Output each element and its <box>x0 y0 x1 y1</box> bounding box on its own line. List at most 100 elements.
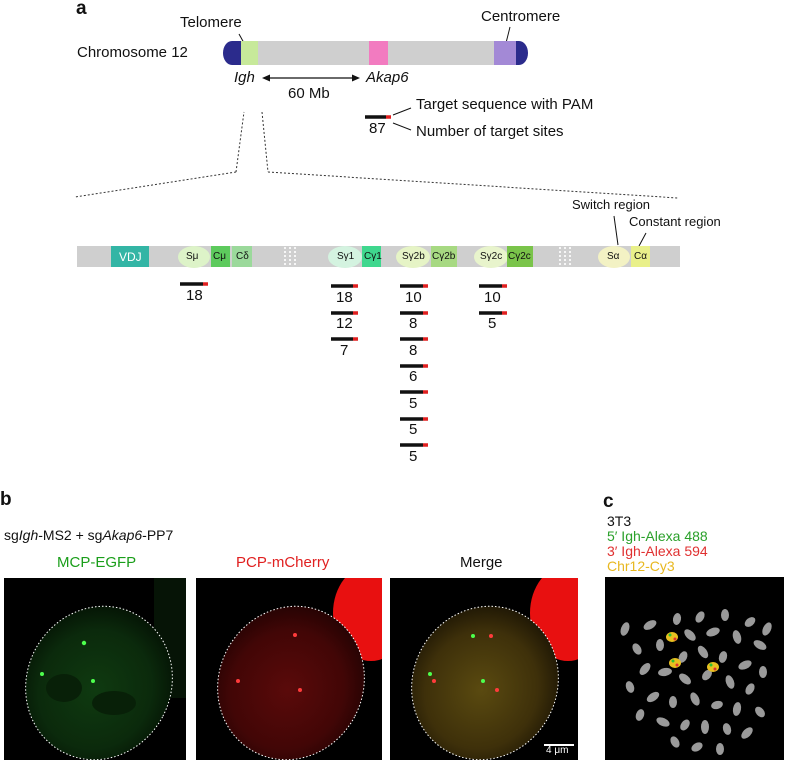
igh-locus-map <box>77 215 680 268</box>
cg1-label: Cγ1 <box>364 251 382 262</box>
arrow-left-head <box>262 74 270 82</box>
igh-spot-2 <box>40 672 44 676</box>
vdj-segment <box>111 246 149 267</box>
panel-c-line-3t3: 3T3 <box>607 513 632 529</box>
nucleus-outline <box>411 605 559 760</box>
sg1-switch <box>328 246 362 268</box>
distance-label: 60 Mb <box>288 85 330 102</box>
igh-locus-marker <box>241 41 258 65</box>
sg2c-count-1: 10 <box>484 289 501 306</box>
panel-c-letter: c <box>603 491 614 512</box>
nucleus-red <box>217 606 365 760</box>
legend-target-label: Target sequence with PAM <box>416 96 594 113</box>
panel-c-line-594: 3′ Igh-Alexa 594 <box>607 543 708 559</box>
panel-b-subtitle: sgIgh-MS2 + sgAkap6-PP7 <box>4 527 174 543</box>
sg1-count-3: 7 <box>340 342 349 359</box>
legend-pointer-1 <box>392 107 412 116</box>
panel-a-letter: a <box>76 0 87 19</box>
ca-label: Cα <box>634 251 648 262</box>
sg2b-count-1: 10 <box>405 289 422 306</box>
igh-label: Igh <box>234 69 255 86</box>
chromosome-left-cap <box>223 41 241 65</box>
centromere-region <box>494 41 516 65</box>
centromere-pointer <box>505 26 511 44</box>
egfp-channel-label: MCP-EGFP <box>57 554 137 571</box>
sg2b-count-2: 8 <box>409 315 418 332</box>
constant-region-pointer <box>638 232 647 247</box>
sg2b-count-7: 5 <box>409 448 418 465</box>
akap6-spot-1 <box>293 633 297 637</box>
igh-spot-3 <box>91 679 95 683</box>
zoom-line-right-upper <box>261 111 269 173</box>
cmu-label: Cμ <box>213 251 226 262</box>
gap-marker-2 <box>559 247 571 267</box>
scale-bar-label: 4 μm <box>546 745 569 756</box>
arrow-right-head <box>352 74 360 82</box>
akap6-locus-marker <box>369 41 388 65</box>
akap6-label: Akap6 <box>366 69 409 86</box>
sg2c-switch <box>474 246 508 268</box>
cmu-segment <box>211 246 230 267</box>
sg2c-count-2: 5 <box>488 315 497 332</box>
centromere-label: Centromere <box>481 8 561 25</box>
chromosome-arm-2 <box>388 41 494 65</box>
sg1-count-1: 18 <box>336 289 353 306</box>
chromosome-diagram <box>74 26 679 199</box>
cg1-segment <box>362 246 381 267</box>
merge-green-spot <box>471 634 475 638</box>
panel-c-line-488: 5′ Igh-Alexa 488 <box>607 528 708 544</box>
switch-region-label: Switch region <box>572 197 651 212</box>
legend-count-value: 87 <box>369 120 386 137</box>
egfp-image <box>4 578 186 760</box>
merge-green-spot <box>481 679 485 683</box>
nucleus-green <box>25 606 173 760</box>
igh-spot-1 <box>81 640 87 646</box>
cg2b-segment <box>431 246 457 267</box>
cg2c-segment <box>507 246 533 267</box>
panel-c-line-cy3: Chr12-Cy3 <box>607 558 675 574</box>
vdj-label: VDJ <box>119 250 142 264</box>
smu-label: Sμ <box>186 251 199 262</box>
cg2b-label: Cγ2b <box>432 251 456 262</box>
akap6-spot-2 <box>236 679 240 683</box>
zoom-line-left-lower <box>74 171 237 198</box>
sg2b-switch <box>396 246 430 268</box>
sg2b-label: Sγ2b <box>402 251 425 262</box>
target-site-bars <box>180 282 507 447</box>
chromosome-right-cap <box>516 41 528 65</box>
akap6-spot-3 <box>298 688 302 692</box>
legend-pointer-2 <box>392 122 412 131</box>
mcherry-channel-label: PCP-mCherry <box>236 554 330 571</box>
switch-region-pointer <box>613 215 619 246</box>
panel-b-letter: b <box>0 489 12 510</box>
sg2b-count-5: 5 <box>409 395 418 412</box>
zoom-line-left-upper <box>235 111 245 173</box>
legend-count-label: Number of target sites <box>416 123 564 140</box>
metaphase-spread-image <box>605 577 784 760</box>
chr12-signal-1 <box>666 632 678 642</box>
merge-green-spot <box>428 672 432 676</box>
sg1-count-2: 12 <box>336 315 353 332</box>
cdelta-label: Cδ <box>236 251 249 262</box>
chromosome-spread <box>620 609 772 755</box>
merge-red-spot <box>489 634 493 638</box>
sg1-label: Sγ1 <box>337 251 355 262</box>
cdelta-segment <box>232 246 252 267</box>
zoom-line-right-lower <box>267 171 679 199</box>
smu-switch <box>178 246 210 268</box>
chr12-signal-3 <box>707 662 719 672</box>
cg2c-label: Cγ2c <box>508 251 531 262</box>
nucleus-merge <box>411 606 559 760</box>
telomere-label: Telomere <box>180 14 242 31</box>
sg2b-count-4: 6 <box>409 368 418 385</box>
smu-count-1: 18 <box>186 287 203 304</box>
merge-image: 4 μm <box>390 578 578 760</box>
chromosome-label: Chromosome 12 <box>77 44 188 61</box>
sg2c-label: Sγ2c <box>480 251 503 262</box>
sa-label: Sα <box>607 251 620 262</box>
constant-region-label: Constant region <box>629 214 721 229</box>
merge-channel-label: Merge <box>460 554 503 571</box>
sg2b-count-6: 5 <box>409 421 418 438</box>
gap-marker-1 <box>284 247 296 267</box>
ca-segment <box>631 246 650 267</box>
